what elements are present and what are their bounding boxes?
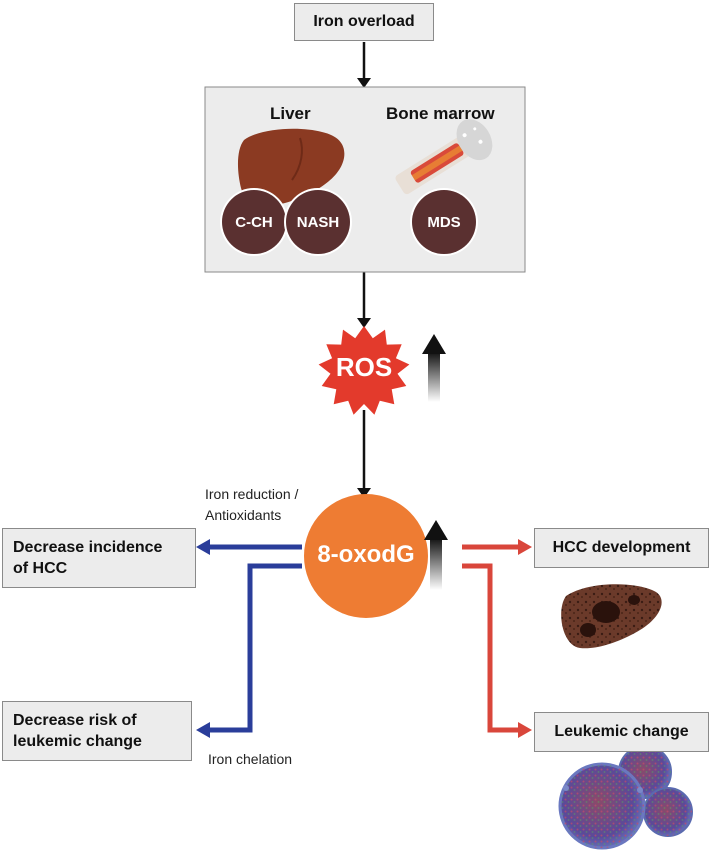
iron-chelation-label: Iron chelation xyxy=(208,751,293,767)
blue-arrowhead-leukemic xyxy=(196,722,210,738)
red-path-leukemic xyxy=(462,563,518,733)
disc-c-ch: C-CH xyxy=(222,190,286,254)
oxodg-label: 8-oxodG xyxy=(317,541,415,568)
ros-starburst xyxy=(318,326,410,415)
arrowhead-ros xyxy=(357,318,371,328)
inhibition-paths xyxy=(210,544,302,733)
hcc-development-box: HCC development xyxy=(534,528,709,568)
ros-label: ROS xyxy=(335,352,393,382)
blue-path-leukemic xyxy=(210,563,302,733)
arrowhead-oxodg xyxy=(357,488,371,498)
decrease-hcc-line1: Decrease incidence xyxy=(13,539,163,556)
hcc-development-label: HCC development xyxy=(552,539,691,556)
flow-connectors xyxy=(357,42,371,498)
bone-marrow-title: Bone marrow xyxy=(386,104,495,123)
ros-up-arrow xyxy=(422,334,446,402)
oxodg-up-arrow xyxy=(424,520,448,590)
liver-title: Liver xyxy=(270,104,311,123)
disc-mds: MDS xyxy=(412,190,476,254)
decrease-hcc-line2: of HCC xyxy=(13,560,68,577)
leukemic-change-label: Leukemic change xyxy=(554,723,689,740)
iron-reduction-label: Iron reduction / xyxy=(205,486,299,502)
decrease-leukemic-box: Decrease risk of leukemic change xyxy=(2,701,192,761)
leukemic-cells-illustration xyxy=(558,745,693,850)
promotion-paths xyxy=(462,544,518,733)
decrease-leukemic-line2: leukemic change xyxy=(13,733,142,750)
oxodg-circle xyxy=(304,494,428,618)
disc-nash: NASH xyxy=(286,190,350,254)
iron-overload-box: Iron overload xyxy=(294,3,434,41)
red-arrowhead-hcc xyxy=(518,539,532,555)
decrease-hcc-box: Decrease incidence of HCC xyxy=(2,528,196,588)
blue-arrowhead-hcc xyxy=(196,539,210,555)
leukemic-change-box: Leukemic change xyxy=(534,712,709,752)
hcc-liver-illustration xyxy=(561,584,662,649)
bone-illustration xyxy=(395,119,493,195)
decrease-leukemic-line1: Decrease risk of xyxy=(13,712,137,729)
red-arrowhead-leukemic xyxy=(518,722,532,738)
liver-illustration xyxy=(237,128,345,206)
antioxidants-label: Antioxidants xyxy=(205,507,282,523)
arrowhead-organs xyxy=(357,78,371,88)
iron-overload-label: Iron overload xyxy=(313,13,415,30)
